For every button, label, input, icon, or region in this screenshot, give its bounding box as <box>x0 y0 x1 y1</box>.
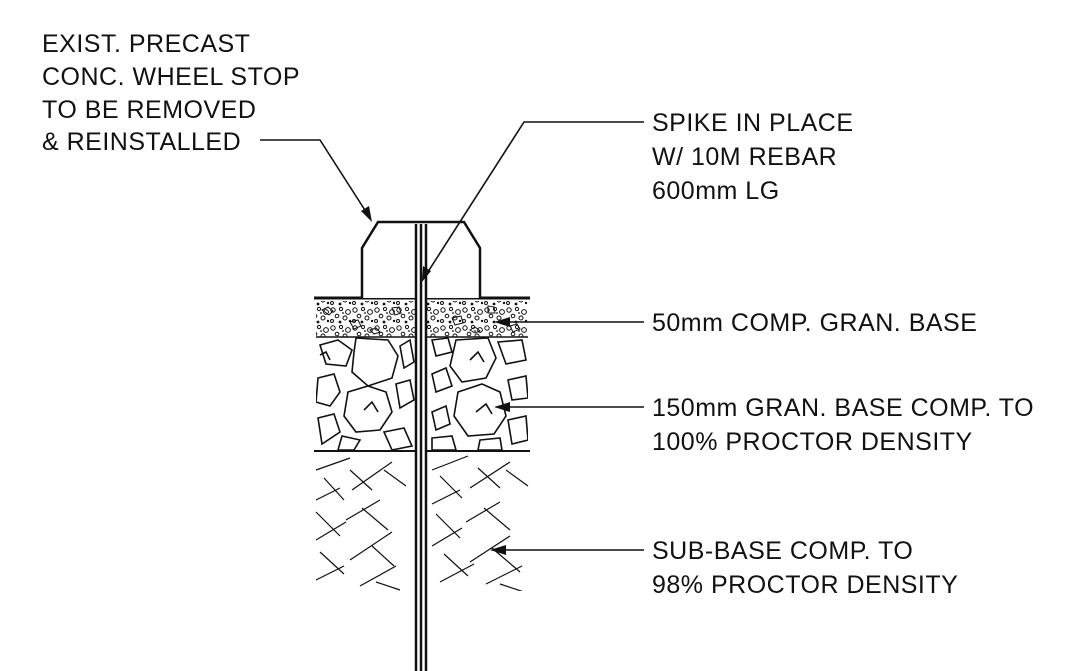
wheel-stop-callout: EXIST. PRECAST CONC. WHEEL STOP TO BE RE… <box>42 30 307 156</box>
granular-50-callout-line-1: 50mm COMP. GRAN. BASE <box>652 309 977 337</box>
sub-base-arrowhead <box>490 545 506 555</box>
rebar-spike <box>414 224 428 671</box>
sub-base-callout-line-1: SUB-BASE COMP. TO <box>652 537 913 565</box>
wheel-stop-callout-line-3: TO BE REMOVED <box>42 96 256 124</box>
sub-base-callout: SUB-BASE COMP. TO 98% PROCTOR DENSITY <box>652 537 958 599</box>
sub-base-soil-layer <box>315 455 529 591</box>
spike-arrowhead <box>422 266 431 282</box>
spike-callout-line-3: 600mm LG <box>652 177 780 205</box>
granular-50-arrowhead <box>494 317 510 327</box>
sub-base-callout-line-2: 98% PROCTOR DENSITY <box>652 571 958 599</box>
granular-150-callout: 150mm GRAN. BASE COMP. TO 100% PROCTOR D… <box>652 394 1042 456</box>
granular-150-arrowhead <box>494 402 510 412</box>
wheel-stop-callout-line-2: CONC. WHEEL STOP <box>42 63 300 91</box>
wheel-stop-arrowhead <box>361 206 372 222</box>
wheel-stop-callout-line-4: & REINSTALLED <box>42 128 241 156</box>
granular-150-callout-line-1: 150mm GRAN. BASE COMP. TO <box>652 394 1034 422</box>
spike-callout: SPIKE IN PLACE W/ 10M REBAR 600mm LG <box>652 109 861 205</box>
spike-callout-line-1: SPIKE IN PLACE <box>652 109 854 137</box>
wheel-stop-leader <box>260 139 371 219</box>
granular-150-callout-line-2: 100% PROCTOR DENSITY <box>652 428 973 456</box>
granular-base-150mm-layer <box>316 337 528 451</box>
wheel-stop-callout-line-1: EXIST. PRECAST <box>42 30 250 58</box>
spike-leader <box>423 121 644 279</box>
spike-callout-line-2: W/ 10M REBAR <box>652 143 837 171</box>
granular-50-callout: 50mm COMP. GRAN. BASE <box>652 309 977 337</box>
